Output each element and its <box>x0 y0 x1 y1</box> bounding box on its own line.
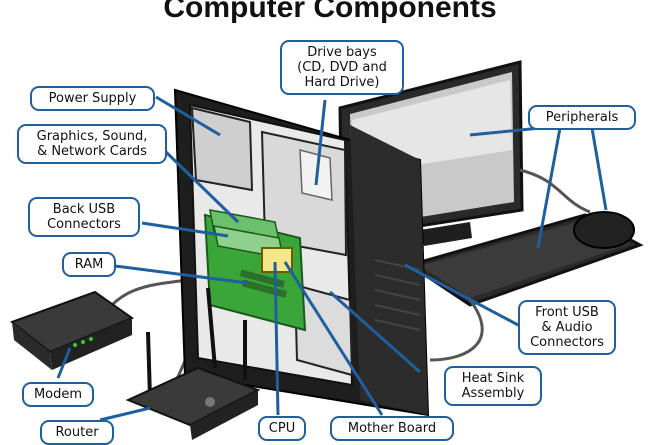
modem <box>9 290 135 370</box>
mouse <box>573 211 635 249</box>
callout-power-supply: Power Supply <box>30 86 155 111</box>
callout-cpu: CPU <box>258 416 306 441</box>
diagram-title: Computer Components <box>163 0 497 24</box>
computer-case <box>173 88 430 417</box>
router <box>125 287 261 440</box>
callout-modem: Modem <box>22 382 94 407</box>
callout-mother-board: Mother Board <box>330 416 454 441</box>
callout-peripherals: Peripherals <box>528 105 636 130</box>
leader-lines <box>56 95 608 422</box>
callout-front-usb: Front USB & Audio Connectors <box>518 300 616 355</box>
callout-ram: RAM <box>62 252 116 277</box>
callout-drive-bays: Drive bays (CD, DVD and Hard Drive) <box>280 40 404 95</box>
callout-back-usb: Back USB Connectors <box>28 197 140 237</box>
callout-router: Router <box>40 420 114 445</box>
callout-graphics-cards: Graphics, Sound, & Network Cards <box>17 124 167 164</box>
callout-heat-sink: Heat Sink Assembly <box>444 366 542 406</box>
